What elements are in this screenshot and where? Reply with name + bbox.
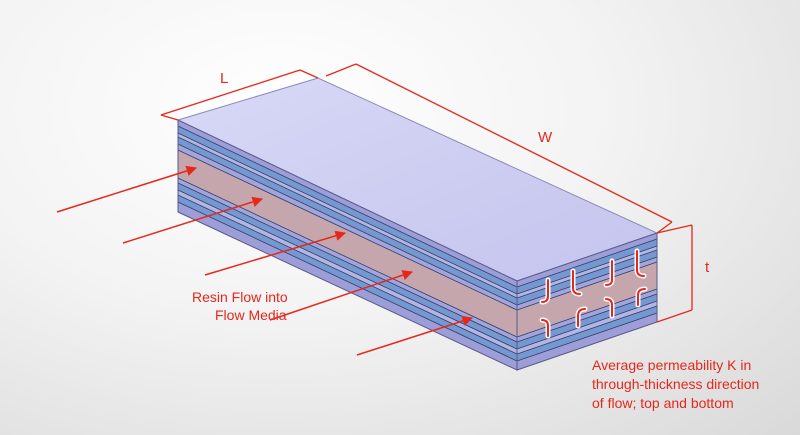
- permeability-note-line1: Average permeability K in: [592, 357, 751, 373]
- through-thickness-flow-arrows: [539, 248, 648, 339]
- laminate-side-face: [516, 232, 658, 371]
- dimension-W: [325, 63, 673, 234]
- permeability-note-line2: through-thickness direction: [592, 376, 759, 392]
- thickness-label: t: [705, 259, 710, 276]
- dimension-L: [160, 69, 319, 121]
- length-label: L: [220, 70, 228, 87]
- flow-label-line1: Resin Flow into: [192, 289, 288, 305]
- laminate-end-face: [177, 119, 518, 371]
- dimension-t: [656, 224, 693, 323]
- flow-media-layer: [178, 150, 517, 337]
- width-label: W: [538, 129, 553, 146]
- flow-label-line2: Flow Media: [215, 307, 287, 323]
- permeability-note-line3: of flow; top and bottom: [592, 395, 734, 411]
- resin-flow-arrows: [56, 165, 473, 356]
